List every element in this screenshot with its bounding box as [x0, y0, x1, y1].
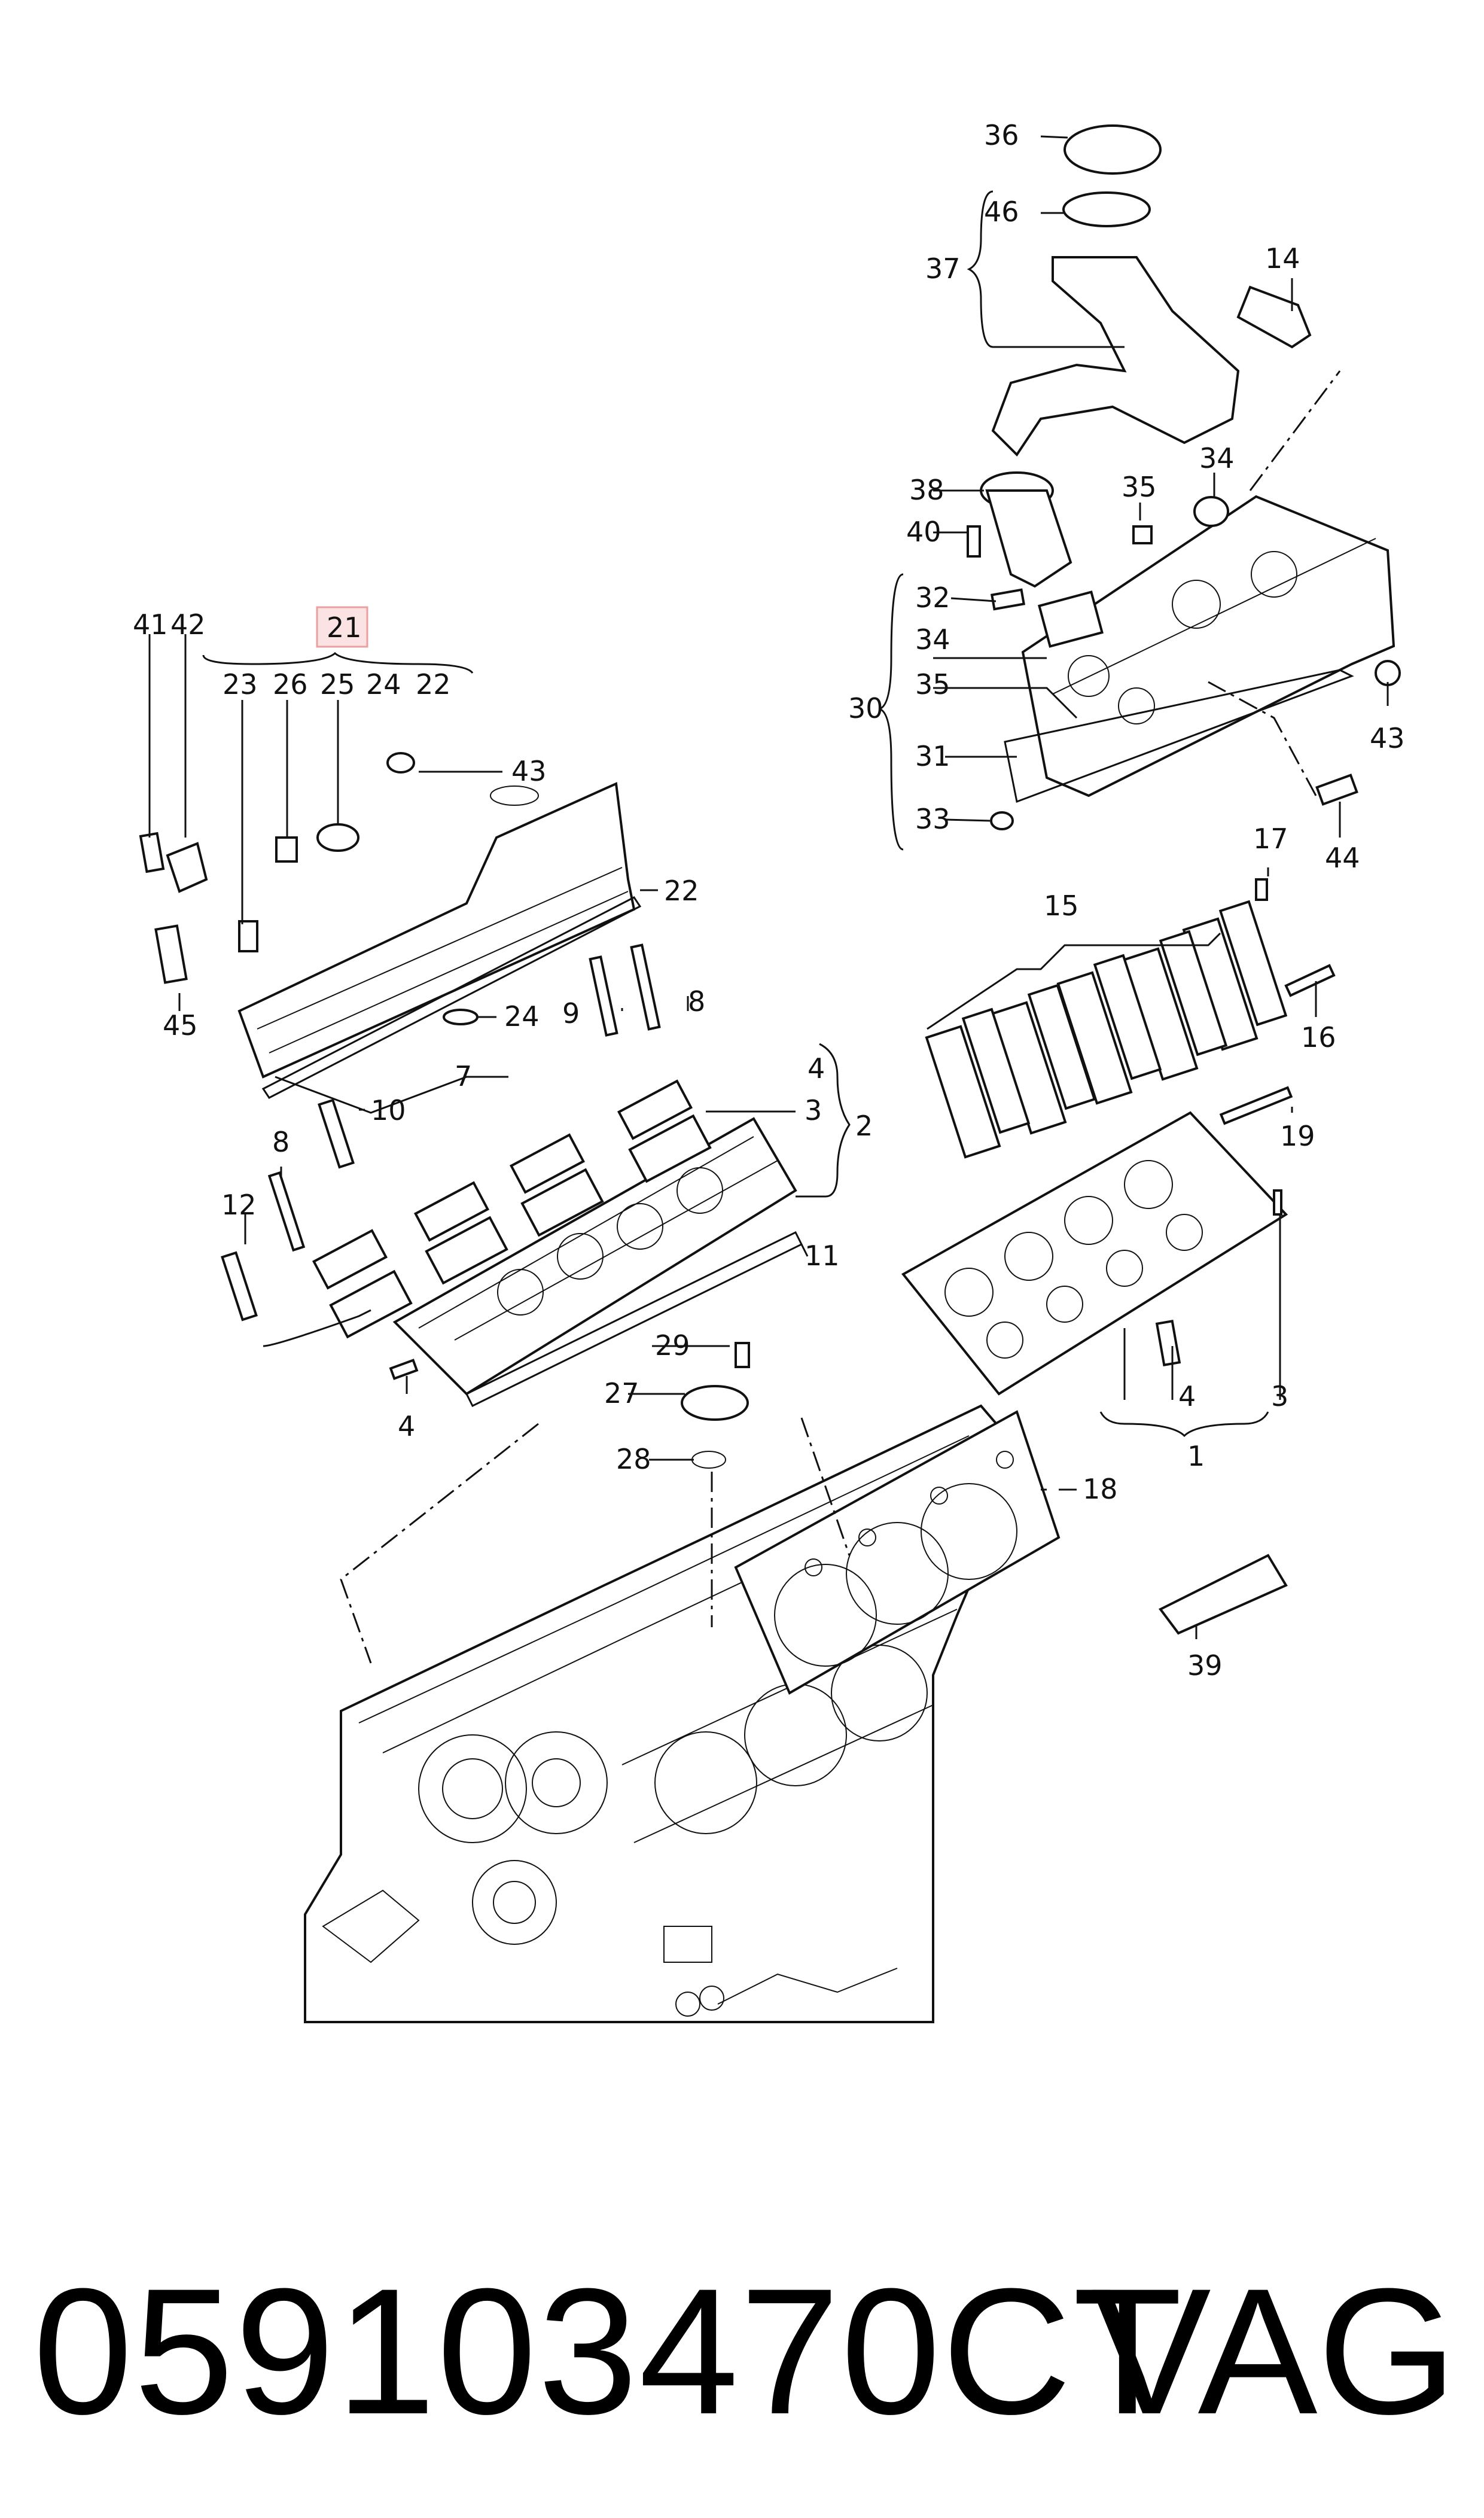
- callout-21: 21: [327, 611, 362, 644]
- callout-18: 18: [1083, 1473, 1118, 1505]
- callout-30: 30: [848, 692, 883, 724]
- callout-39: 39: [1187, 1649, 1223, 1682]
- callout-29: 29: [655, 1329, 690, 1362]
- callout-42: 42: [170, 608, 206, 641]
- callout-11: 11: [805, 1240, 840, 1272]
- callout-10: 10: [371, 1094, 406, 1126]
- callout-44: 44: [1325, 842, 1360, 874]
- reference-lines: [340, 370, 1341, 1664]
- callout-7: 7: [455, 1060, 472, 1092]
- footer: 059103470CT VAG: [0, 2225, 1484, 2477]
- callout-4-right: 4: [1178, 1380, 1196, 1412]
- callout-37: 37: [925, 252, 961, 285]
- callout-8-left: 8: [272, 1126, 290, 1158]
- callout-12: 12: [221, 1189, 257, 1221]
- left-bearing-caps: [312, 1079, 712, 1339]
- callout-15: 15: [1044, 890, 1079, 922]
- callout-32: 32: [915, 581, 950, 614]
- callout-26: 26: [273, 668, 308, 701]
- leader-lines: [148, 135, 1389, 1639]
- right-valve-cover: [990, 495, 1401, 830]
- callout-46: 46: [984, 196, 1019, 228]
- callout-3-top: 3: [805, 1094, 822, 1126]
- callout-27: 27: [604, 1377, 639, 1409]
- valve-cover-gasket-left: [261, 896, 642, 1099]
- callout-23: 23: [223, 668, 258, 701]
- callout-24-top: 24: [366, 668, 401, 701]
- brand-name: VAG: [1091, 2251, 1457, 2452]
- callout-43-right: 43: [1370, 722, 1405, 754]
- callout-19: 19: [1280, 1120, 1315, 1152]
- callout-14: 14: [1265, 242, 1300, 275]
- callout-28: 28: [616, 1443, 651, 1475]
- right-bearing-caps: [925, 878, 1336, 1159]
- callout-2: 2: [855, 1110, 873, 1142]
- callout-41: 41: [133, 608, 168, 641]
- callout-35-top: 35: [1122, 471, 1157, 503]
- callout-1: 1: [1187, 1440, 1205, 1472]
- callout-22-right: 22: [664, 875, 699, 907]
- left-cylinder-head: [392, 1117, 797, 1396]
- left-small-parts: [139, 752, 661, 1380]
- callout-4-left: 4: [398, 1410, 415, 1442]
- callout-16: 16: [1301, 1021, 1336, 1054]
- callout-3-right: 3: [1271, 1380, 1288, 1412]
- sealant-tube: [1158, 1554, 1288, 1635]
- callout-25: 25: [320, 668, 355, 701]
- callout-36: 36: [984, 119, 1019, 151]
- callout-labels: 36 46 37 14 34 38 35 40 32 34 35 30 31 4…: [133, 119, 1405, 1682]
- callout-9: 9: [562, 997, 580, 1030]
- callout-34-bracket: 34: [915, 623, 950, 656]
- highlight-box-21: [316, 606, 368, 648]
- callout-8-top: 8: [688, 985, 705, 1018]
- callout-40: 40: [906, 516, 941, 548]
- left-valve-cover: [237, 782, 636, 1079]
- callout-34-top: 34: [1199, 442, 1235, 474]
- callout-38: 38: [909, 474, 944, 506]
- callout-45: 45: [163, 1009, 198, 1042]
- callout-33: 33: [915, 803, 950, 835]
- part-number: 059103470CT: [33, 2251, 1184, 2452]
- callout-4-top: 4: [807, 1052, 825, 1085]
- callout-43-left: 43: [511, 755, 547, 787]
- right-cylinder-head: [901, 1111, 1288, 1396]
- exploded-parts-diagram: 36 46 37 14 34 38 35 40 32 34 35 30 31 4…: [133, 119, 1405, 2023]
- callout-22-top: 22: [416, 668, 451, 701]
- cylinder-head-gasket: [734, 1410, 1061, 1695]
- callout-31: 31: [915, 740, 950, 772]
- cover-plate-assembly: [681, 1342, 750, 1469]
- oil-filler-assembly: [967, 124, 1312, 588]
- callout-24-mid: 24: [504, 1000, 540, 1033]
- callout-17: 17: [1253, 823, 1288, 855]
- callout-35-bracket: 35: [915, 668, 950, 701]
